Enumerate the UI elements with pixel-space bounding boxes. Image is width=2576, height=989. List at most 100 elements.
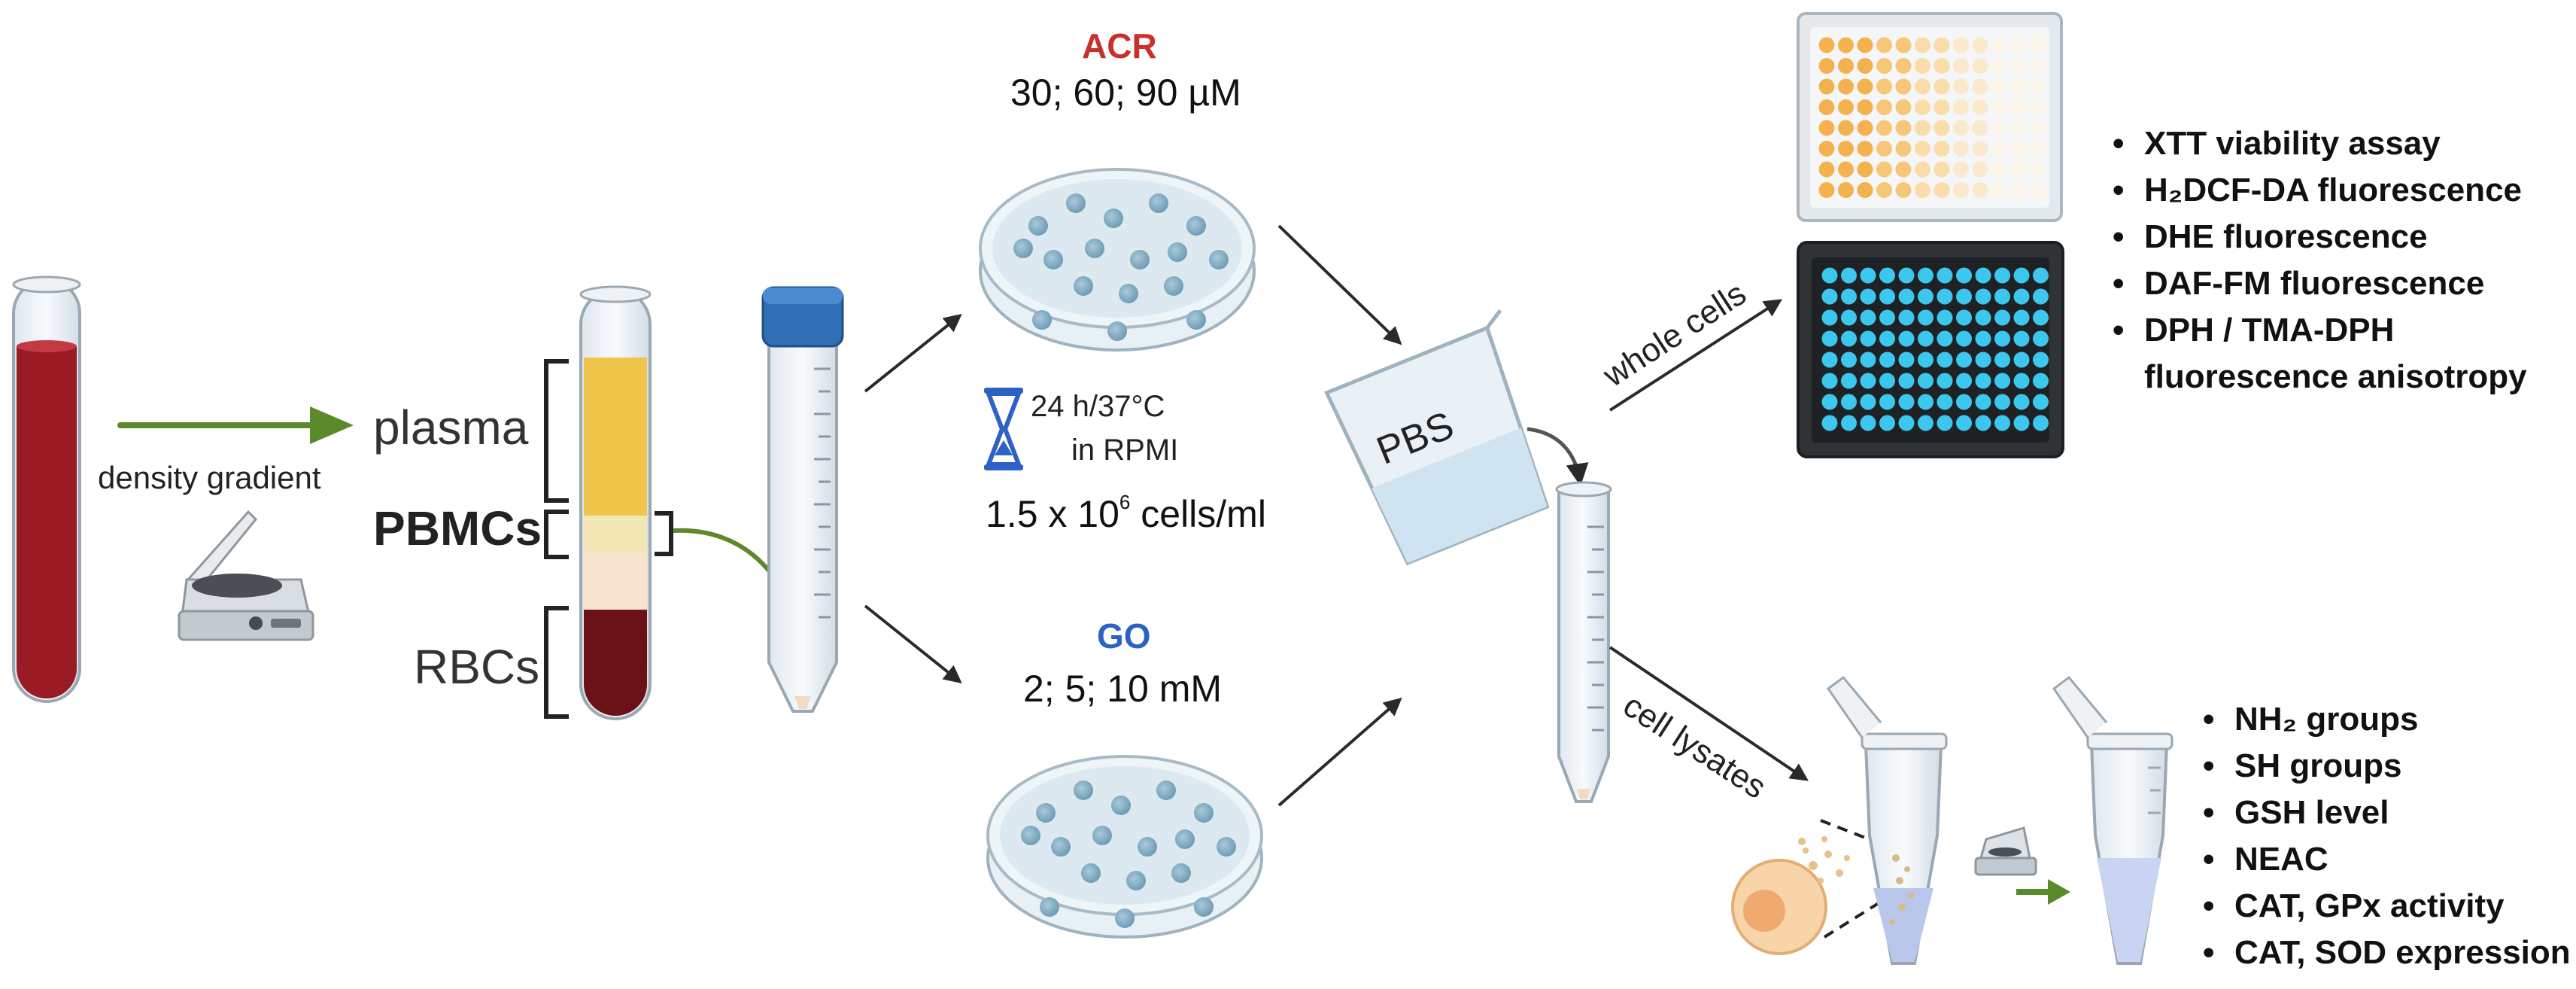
plate-well [1934,141,1950,157]
acr-petri-dish [979,168,1256,351]
plate-well [2013,330,2030,347]
plate-well [1972,99,1988,115]
plate-well [1818,141,1835,157]
plate-well [2033,394,2049,410]
plate-well [1934,182,1950,198]
plate-well [1821,373,1838,389]
plate-well [1838,182,1854,198]
plate-well [1994,309,2010,326]
plate-well [1975,415,1991,431]
plate-well [1972,78,1988,95]
plate-well [1818,58,1835,74]
plate-well [1975,373,1991,389]
plate-well [1991,161,2007,178]
plate-well [1857,182,1873,198]
plate-well [1821,330,1838,347]
plate-well [2030,182,2046,198]
plate-well [1876,120,1892,136]
plate-well [2010,99,2027,115]
plate-well [1857,78,1873,95]
plate-well [1918,267,1934,284]
plate-well [1953,58,1969,74]
whole-cell-assay-item: DAF-FM fluorescence [2108,260,2527,307]
plate-well [1956,267,1972,284]
plate-well [1818,78,1835,95]
whole-cell-assay-item: DHE fluorescence [2108,214,2527,260]
lysate-assay-item: CAT, GPx activity [2198,883,2571,930]
plate-well [1956,309,1972,326]
acr-title: ACR [1082,26,1157,65]
plate-well [1857,99,1873,115]
plate-well [1898,351,1915,368]
plate-well [2010,161,2027,178]
plate-well [1915,182,1930,198]
plate-well [1915,99,1930,115]
plate-well [1972,58,1988,74]
plate-well [1898,288,1915,305]
plate-well [2013,351,2030,368]
lysate-assay-item: GSH level [2198,790,2571,836]
plate-well [1991,99,2007,115]
plate-well [1975,309,1991,326]
plate-well [2033,309,2049,326]
plate-well [1956,415,1972,431]
plate-well [1860,373,1876,389]
lysing-cell-icon [1731,819,1889,955]
plate-well [1972,120,1988,136]
plate-well [1953,78,1969,95]
cell-density-unit: cells/ml [1130,493,1266,535]
plate-well [2033,415,2049,431]
plate-well [1991,37,2007,53]
plate-well [1934,99,1950,115]
lysate-assay-item: NEAC [2198,836,2571,883]
plate-well [2013,373,2030,389]
plate-well [1953,37,1969,53]
plate-well [1838,58,1854,74]
plate-well [1857,58,1873,74]
plate-well [2030,161,2046,178]
plate-well [1934,161,1950,178]
plate-well [1991,78,2007,95]
lysate-assay-item: NH₂ groups [2198,696,2571,743]
arrow-cell-lysates [1608,646,1809,781]
plate-well [1876,78,1892,95]
plate-well [1956,373,1972,389]
plate-well [2013,415,2030,431]
plate-well [1857,141,1873,157]
plate-well [2030,78,2046,95]
plate-well [1818,120,1835,136]
plate-well [1994,330,2010,347]
plate-well [1818,182,1835,198]
arrow-acr-to-pbs [1277,224,1402,345]
lysate-tube [1826,675,1948,965]
plate-well [1937,309,1953,326]
separated-blood-tube [579,285,652,720]
plate-well [1860,330,1876,347]
arrow-whole-cells [1608,299,1783,412]
plate-well [1895,78,1912,95]
plate-well [1937,394,1953,410]
whole-cell-assay-item: H₂DCF-DA fluorescence [2108,167,2527,214]
plate-well [1838,99,1854,115]
supernatant-tube [2052,675,2174,965]
plate-well [2033,330,2049,347]
plate-well [2033,288,2049,305]
plate-well [1879,288,1895,305]
plate-well [1876,161,1892,178]
plate-well [1879,267,1895,284]
plate-well [1876,182,1892,198]
plate-well [1876,58,1892,74]
plate-well [2030,141,2046,157]
density-gradient-label: density gradient [98,460,321,495]
plate-well [1879,373,1895,389]
plate-well [1937,351,1953,368]
cell-density: 1.5 x 106 cells/ml [986,492,1266,535]
green-arrow-centrifuge [2016,879,2070,905]
plate-well [1934,120,1950,136]
plate-well [1937,415,1953,431]
go-concentrations: 2; 5; 10 mM [1023,668,1222,710]
plate-well [1937,330,1953,347]
plate-well [1895,58,1912,74]
plate-well [1956,394,1972,410]
